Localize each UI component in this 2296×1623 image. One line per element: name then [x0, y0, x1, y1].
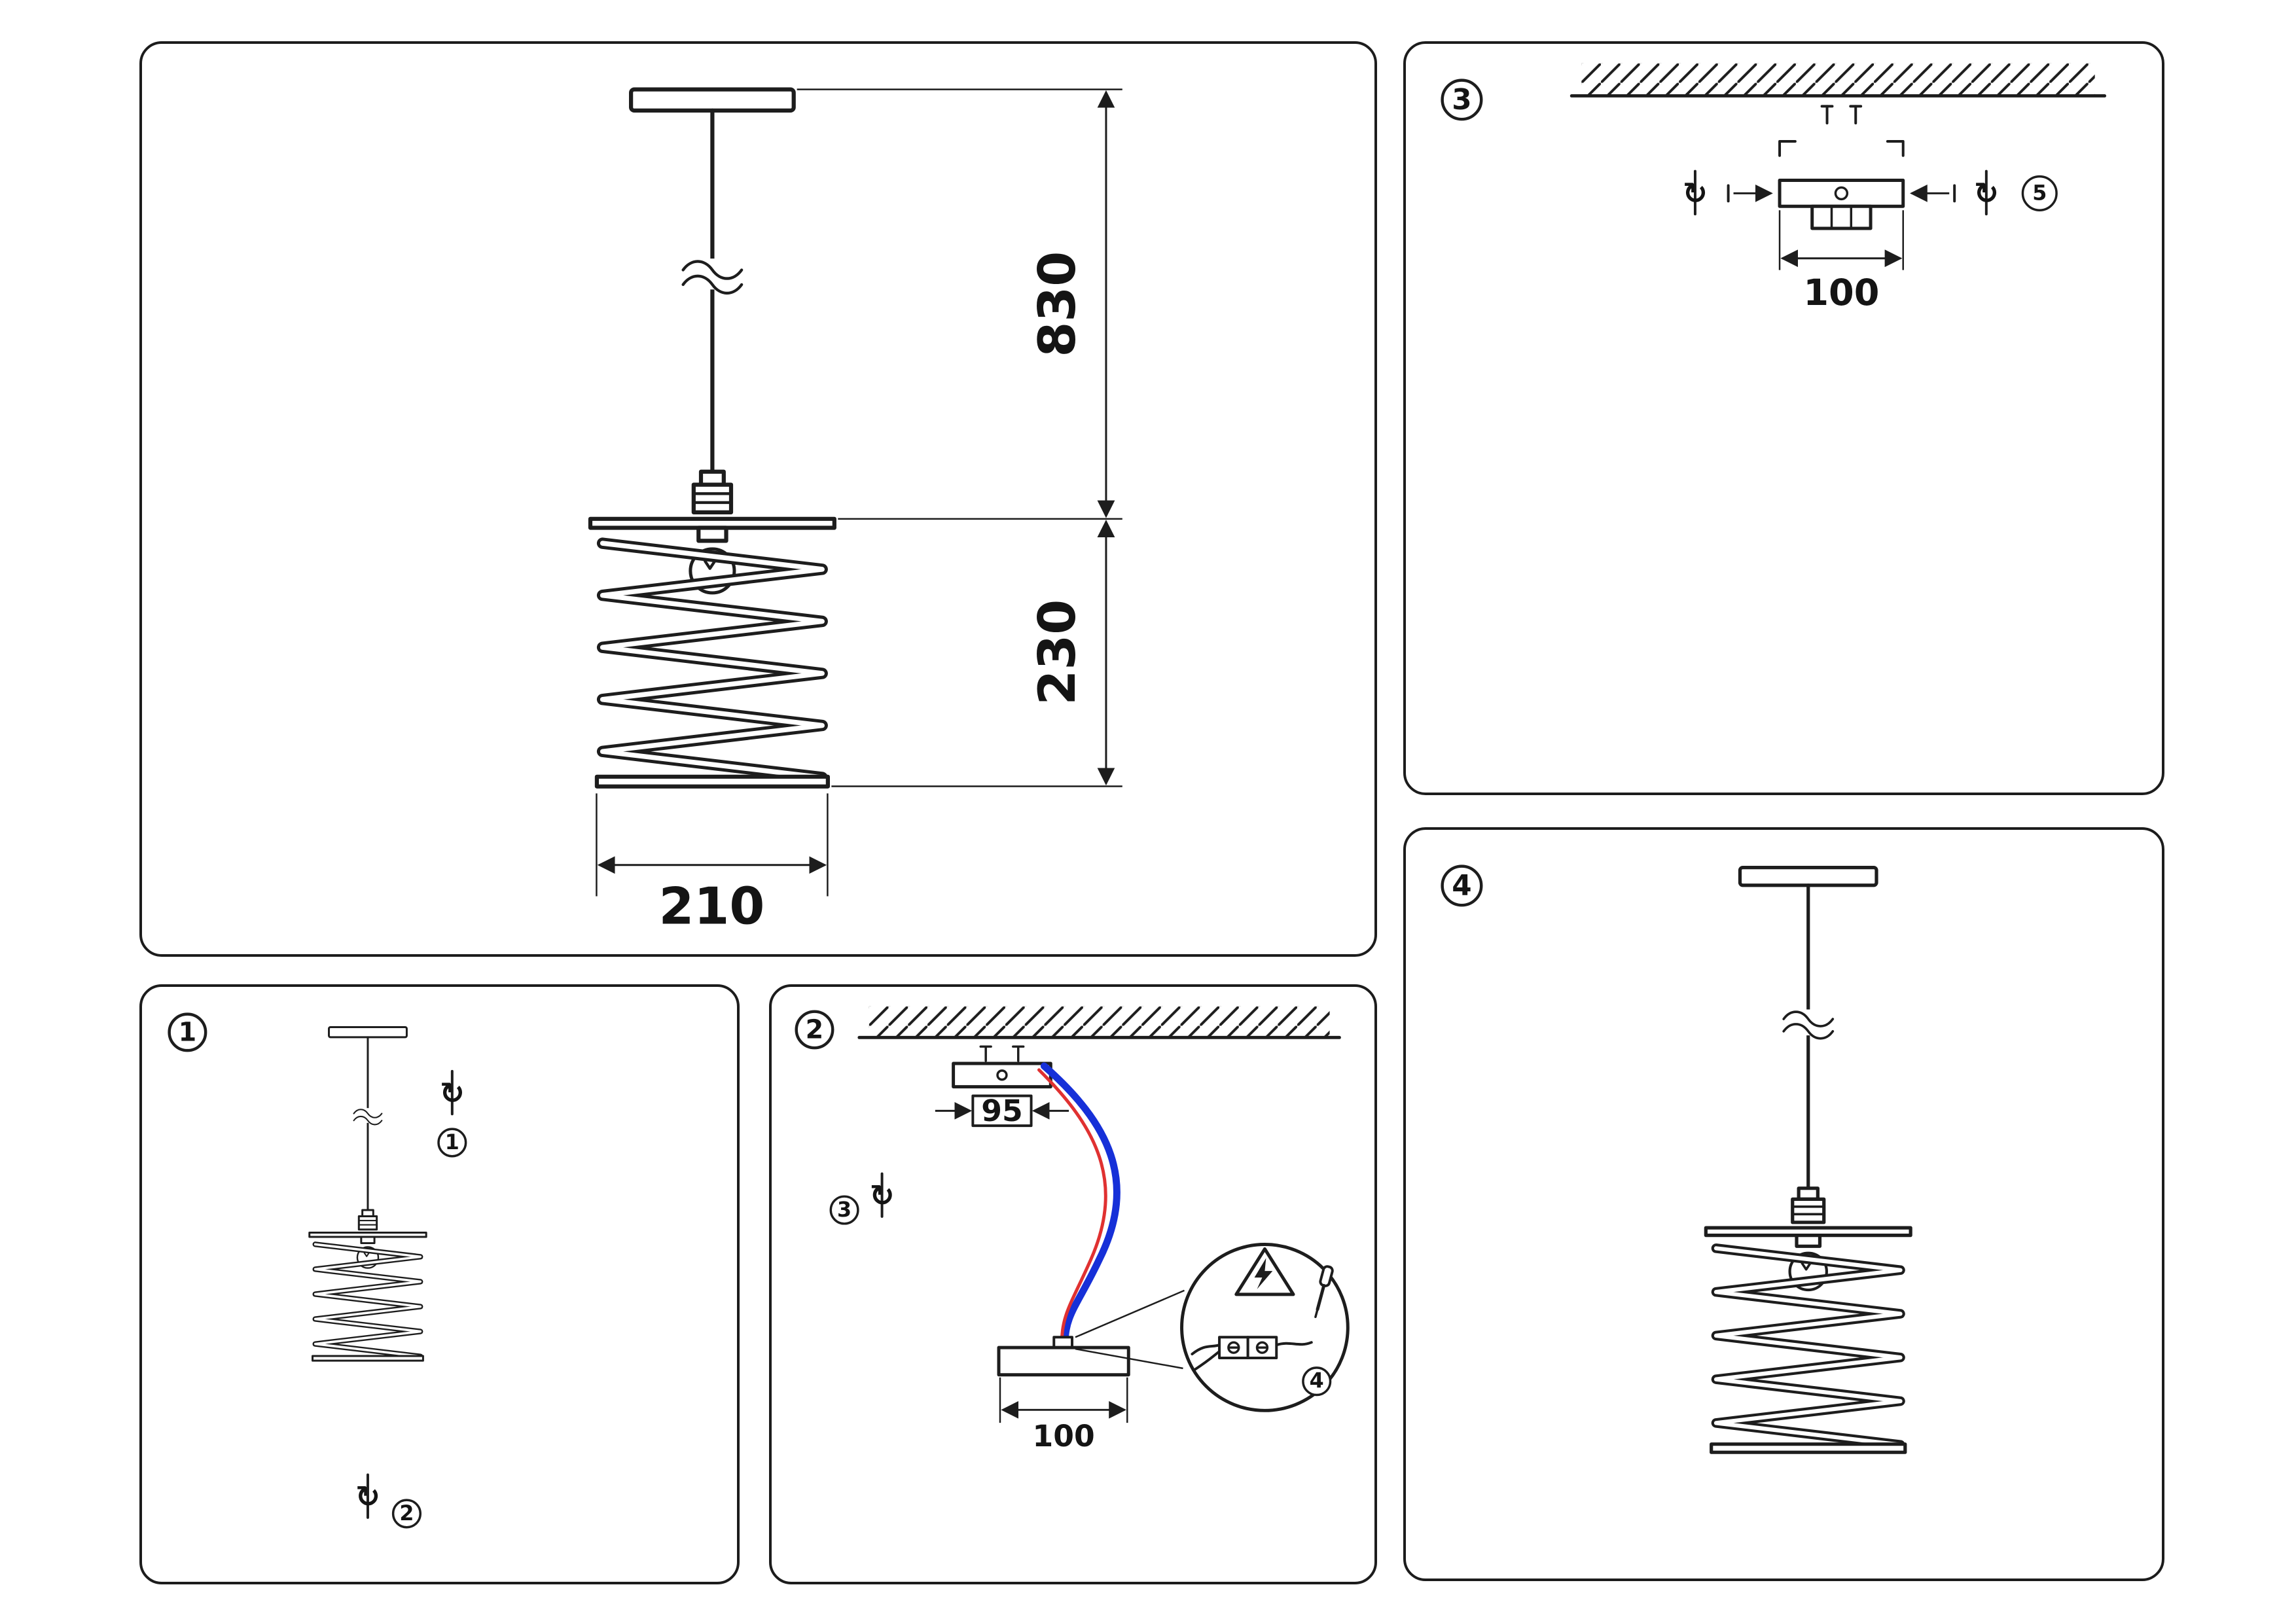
- step-2-diagram: 2 95 ↻: [795, 1006, 1350, 1454]
- side-screw-arrows: [1727, 184, 1956, 203]
- wires: [1037, 1062, 1121, 1350]
- panel-step-2: 2 95 ↻: [769, 984, 1377, 1584]
- screwdriver-icon: [1314, 1265, 1334, 1319]
- panel-step-1: 1 ↻ 1 ↻ 2: [139, 984, 740, 1584]
- step-badge: 1: [168, 1012, 207, 1052]
- mounting-bracket: [1778, 179, 1905, 230]
- svg-text:2: 2: [399, 1502, 414, 1525]
- mounting-screws: [1820, 105, 1863, 125]
- rotate-icon: ↻: [1974, 169, 1999, 216]
- alignment-marks: [1778, 139, 1905, 157]
- rotate-icon: ↻: [440, 1069, 465, 1116]
- step-4-diagram: 4: [1441, 830, 2162, 1578]
- svg-text:100: 100: [1803, 272, 1879, 314]
- terminal-block: [1191, 1336, 1313, 1371]
- dimension-diagram: 830 230 210: [142, 44, 1122, 936]
- ceiling: [857, 1006, 1341, 1039]
- rotate-icon: ↻: [1683, 169, 1708, 216]
- svg-text:4: 4: [1452, 869, 1471, 902]
- svg-text:1: 1: [445, 1131, 459, 1154]
- pendant-lamp-drawing: [310, 1027, 426, 1361]
- svg-text:↻: ↻: [1974, 176, 1999, 211]
- canopy-width-dimension: 100: [999, 1377, 1128, 1454]
- svg-text:3: 3: [837, 1198, 852, 1222]
- step-marker: 5: [2021, 175, 2058, 211]
- svg-text:3: 3: [1452, 83, 1471, 116]
- bracket-width-dimension: 100: [1778, 210, 1904, 314]
- dimension-annotations: 830 230 210: [596, 88, 1122, 936]
- svg-text:2: 2: [806, 1014, 824, 1044]
- mounting-bracket: [952, 1045, 1052, 1089]
- step-marker: 2: [391, 1499, 422, 1529]
- electrical-warning-icon: [1234, 1247, 1295, 1296]
- step-marker: 4: [1302, 1366, 1332, 1397]
- wiring-detail-magnifier: 4: [1075, 1243, 1350, 1412]
- pendant-lamp-drawing: [590, 90, 834, 787]
- svg-text:↻: ↻: [1683, 176, 1708, 211]
- step-marker: 3: [829, 1195, 859, 1225]
- dim-shade-width: 210: [658, 877, 764, 936]
- svg-text:↻: ↻: [355, 1480, 380, 1514]
- pendant-lamp-drawing: [1706, 868, 1910, 1453]
- svg-text:4: 4: [1310, 1370, 1324, 1393]
- canopy: [997, 1336, 1130, 1377]
- step-3-diagram: 3: [1441, 63, 2107, 314]
- bracket-width-dimension: 95: [935, 1094, 1069, 1128]
- dim-total-height: 830: [1028, 251, 1087, 357]
- panel-step-4: 4: [1403, 827, 2164, 1581]
- svg-text:↻: ↻: [440, 1076, 465, 1111]
- svg-text:100: 100: [1033, 1419, 1095, 1454]
- step-1-diagram: 1 ↻ 1 ↻ 2: [168, 1012, 467, 1529]
- panel-step-3: 3: [1403, 41, 2164, 795]
- svg-text:5: 5: [2032, 181, 2047, 205]
- svg-text:↻: ↻: [869, 1179, 894, 1213]
- rotate-icon: ↻: [869, 1172, 895, 1218]
- dim-shade-height: 230: [1028, 599, 1087, 705]
- step-marker: 1: [437, 1128, 467, 1158]
- panel-dimensions: 830 230 210: [139, 41, 1377, 957]
- rotate-icon: ↻: [355, 1473, 380, 1519]
- ceiling: [1570, 63, 2107, 98]
- step-badge: 2: [795, 1010, 834, 1050]
- svg-text:1: 1: [179, 1017, 197, 1047]
- step-badge: 3: [1441, 79, 1483, 121]
- step-badge: 4: [1441, 865, 1483, 907]
- svg-text:95: 95: [981, 1094, 1022, 1128]
